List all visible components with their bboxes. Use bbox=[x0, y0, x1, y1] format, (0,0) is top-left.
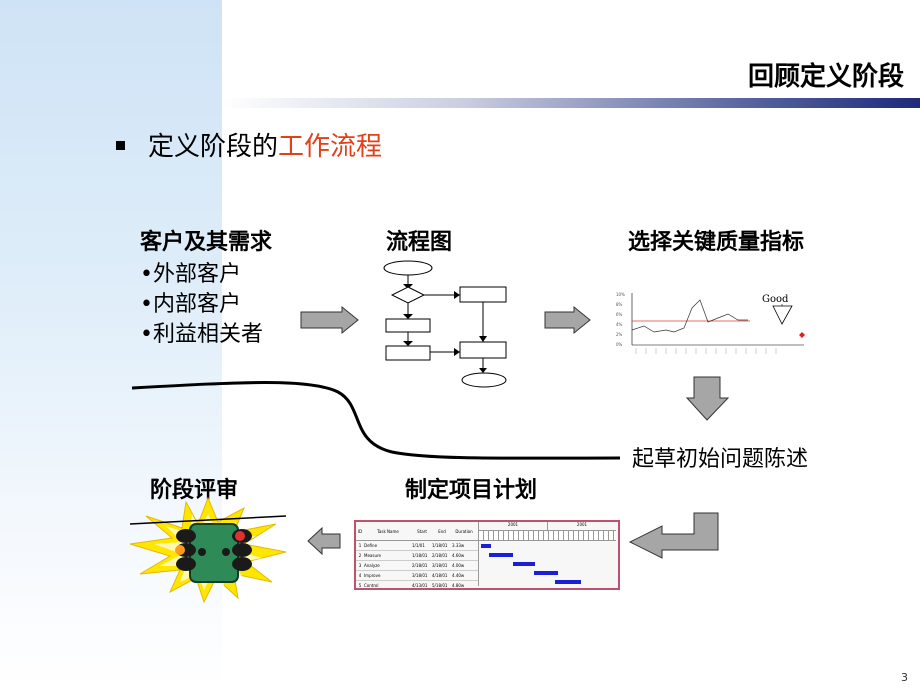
table-row: 4 Improve 3/18/01 4/18/01 4.40w bbox=[356, 571, 478, 581]
task-start: 3/18/01 bbox=[412, 573, 428, 578]
task-start: 1/18/01 bbox=[412, 553, 428, 558]
arrow-right-icon-2 bbox=[544, 305, 591, 335]
task-id: 2 bbox=[358, 553, 362, 558]
customer-item-stakeholders: •利益相关者 bbox=[140, 322, 263, 347]
arrow-left-icon bbox=[307, 526, 341, 556]
slide-subtitle: 定义阶段的工作流程 bbox=[148, 126, 382, 163]
task-id: 5 bbox=[358, 583, 362, 588]
customers-label: 客户及其需求 bbox=[140, 230, 273, 255]
arrow-left-turn-icon bbox=[628, 512, 719, 559]
problem-statement-label: 起草初始问题陈述 bbox=[632, 447, 809, 472]
ctq-label: 选择关键质量指标 bbox=[628, 230, 805, 255]
axis-tick: 6% bbox=[616, 312, 623, 317]
chart-good-label: Good bbox=[762, 294, 789, 305]
gantt-bar bbox=[555, 580, 581, 584]
task-duration: 4.40w bbox=[452, 573, 465, 578]
task-start: 4/13/01 bbox=[412, 583, 428, 588]
gantt-bar bbox=[513, 562, 535, 566]
task-end: 2/18/01 bbox=[432, 553, 448, 558]
flowchart-diagram-icon bbox=[383, 260, 507, 388]
task-name: Define bbox=[364, 543, 378, 548]
phase-review-label: 阶段评审 bbox=[150, 478, 239, 503]
customer-item-internal: •内部客户 bbox=[140, 292, 241, 317]
gantt-header-start: Start bbox=[417, 528, 427, 534]
task-start: 1/1/01 bbox=[412, 543, 425, 548]
gantt-header-end: End bbox=[438, 528, 446, 534]
control-chart-thumbnail: 10% 8% 6% 4% 2% 0% Good bbox=[616, 292, 805, 354]
gantt-bar bbox=[489, 553, 513, 557]
customer-item-external: •外部客户 bbox=[140, 262, 241, 287]
task-start: 2/18/01 bbox=[412, 563, 428, 568]
gantt-bar bbox=[534, 571, 558, 575]
table-row: 1 Define 1/1/01 1/18/01 3.33w bbox=[356, 541, 478, 551]
task-end: 4/18/01 bbox=[432, 573, 448, 578]
page-number: 3 bbox=[901, 671, 908, 684]
table-row: 5 Control 4/13/01 5/18/01 4.80w bbox=[356, 581, 478, 590]
gantt-chart-thumbnail: ID Task Name Start End Duration 1 Define… bbox=[354, 520, 620, 590]
bullet-square-icon bbox=[116, 141, 125, 150]
table-row: 3 Analyze 2/18/01 3/18/01 4.00w bbox=[356, 561, 478, 571]
axis-tick: 10% bbox=[616, 292, 625, 297]
task-duration: 4.00w bbox=[452, 563, 465, 568]
task-name: Improve bbox=[364, 573, 381, 578]
gantt-header-duration: Duration bbox=[455, 528, 473, 534]
task-name: Analyze bbox=[364, 563, 380, 568]
task-name: Measure bbox=[364, 553, 381, 558]
task-id: 3 bbox=[358, 563, 362, 568]
gantt-task-table: ID Task Name Start End Duration 1 Define… bbox=[356, 522, 479, 588]
task-duration: 3.33w bbox=[452, 543, 465, 548]
task-end: 5/18/01 bbox=[432, 583, 448, 588]
subtitle-highlight: 工作流程 bbox=[278, 132, 383, 162]
axis-tick: 0% bbox=[616, 342, 623, 347]
gantt-week-scale bbox=[479, 531, 616, 541]
arrow-down-icon bbox=[685, 376, 730, 421]
project-plan-label: 制定项目计划 bbox=[405, 478, 538, 503]
gantt-header-id: ID bbox=[357, 528, 363, 534]
gantt-bar bbox=[481, 544, 491, 548]
task-name: Control bbox=[364, 583, 379, 588]
table-row: 2 Measure 1/18/01 2/18/01 4.60w bbox=[356, 551, 478, 561]
flowchart-label: 流程图 bbox=[386, 230, 453, 255]
gantt-period: 2001 bbox=[576, 522, 588, 527]
task-id: 4 bbox=[358, 573, 362, 578]
axis-tick: 4% bbox=[616, 322, 623, 327]
task-end: 3/18/01 bbox=[432, 563, 448, 568]
axis-tick: 2% bbox=[616, 332, 623, 337]
axis-tick: 8% bbox=[616, 302, 623, 307]
gantt-timeline: 2001 2001 bbox=[479, 522, 616, 586]
gantt-header-row: ID Task Name Start End Duration bbox=[356, 522, 478, 541]
traffic-light-icon bbox=[129, 496, 287, 604]
gantt-period-row: 2001 2001 bbox=[479, 522, 616, 531]
task-end: 1/18/01 bbox=[432, 543, 448, 548]
subtitle-prefix: 定义阶段的 bbox=[148, 132, 279, 162]
title-underline-bar bbox=[222, 98, 920, 108]
gantt-header-name: Task Name bbox=[377, 528, 399, 534]
task-duration: 4.60w bbox=[452, 553, 465, 558]
slide-title: 回顾定义阶段 bbox=[747, 62, 904, 92]
task-duration: 4.80w bbox=[452, 583, 465, 588]
task-id: 1 bbox=[358, 543, 362, 548]
gantt-period: 2001 bbox=[479, 522, 548, 530]
arrow-right-icon bbox=[300, 305, 359, 335]
